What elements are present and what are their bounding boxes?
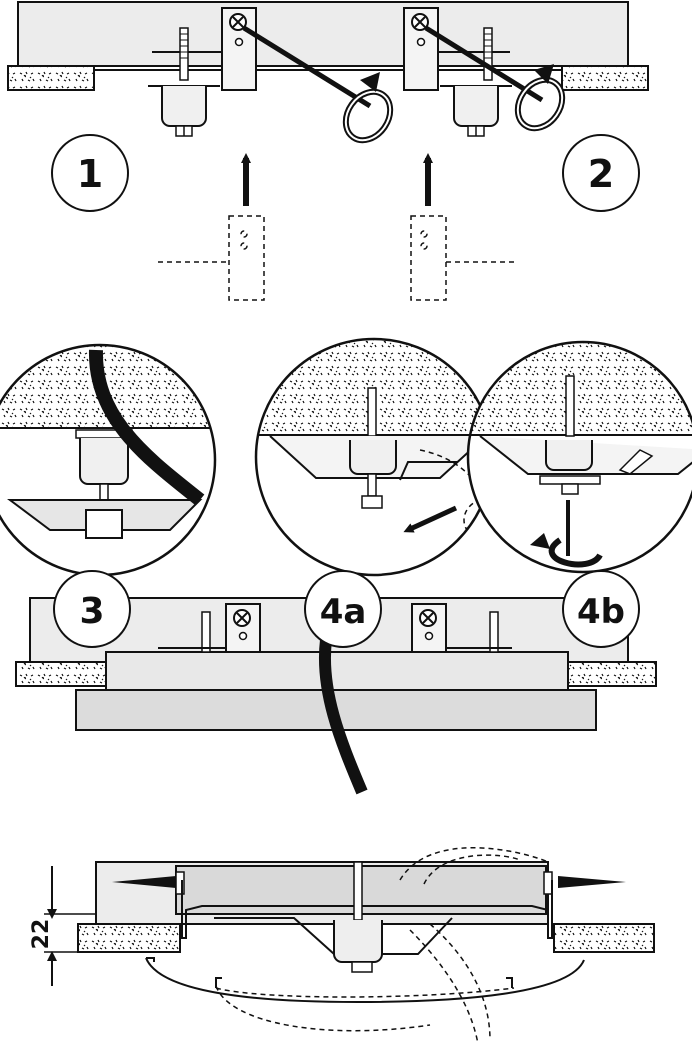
cement-ceiling-right <box>565 661 657 687</box>
detail-circle-3 <box>0 343 217 577</box>
wood-screw-right <box>543 871 626 895</box>
mounting-bracket-right <box>403 7 510 91</box>
ghost-bracket-right <box>410 215 516 301</box>
cement-ceiling-right <box>561 65 649 91</box>
cement-ceiling-left <box>77 923 181 953</box>
dimension-22: 22 <box>29 866 96 986</box>
rotate-arrow-icon <box>342 72 394 144</box>
bolt-icon <box>440 27 512 137</box>
wood-screw-left <box>112 871 185 895</box>
ceiling-panel <box>17 1 629 67</box>
power-cable <box>318 639 368 795</box>
step-4b-badge: 4b <box>562 570 640 648</box>
top-assembly: 1 2 <box>7 1 649 301</box>
detail-circle-4b <box>466 340 692 574</box>
step-4b-label: 4b <box>577 592 625 632</box>
cement-ceiling-right <box>553 923 655 953</box>
step-1-badge: 1 <box>51 134 129 212</box>
cement-ceiling-left <box>7 65 95 91</box>
mounting-bracket-right <box>411 603 512 653</box>
middle-assembly: 3 4a 4b <box>0 337 692 795</box>
step-3-badge: 3 <box>53 570 131 648</box>
bottom-section: 22 <box>29 847 655 1045</box>
step-4a-badge: 4a <box>304 570 382 648</box>
step-2-label: 2 <box>588 152 614 196</box>
bolt-icon <box>148 27 220 137</box>
rotate-arrow-icon <box>514 64 566 132</box>
step-3-label: 3 <box>79 591 104 632</box>
step-4a-label: 4a <box>320 592 367 632</box>
step-1-label: 1 <box>77 152 103 196</box>
mounting-bracket-left <box>158 603 261 653</box>
ghost-diffuser <box>215 847 549 1045</box>
cement-ceiling-left <box>15 661 107 687</box>
rotate-arrow-icon <box>548 537 603 568</box>
luminaire-body <box>105 651 569 691</box>
ghost-bracket-left <box>158 215 265 301</box>
step-2-badge: 2 <box>562 134 640 212</box>
dimension-label: 22 <box>29 919 54 950</box>
